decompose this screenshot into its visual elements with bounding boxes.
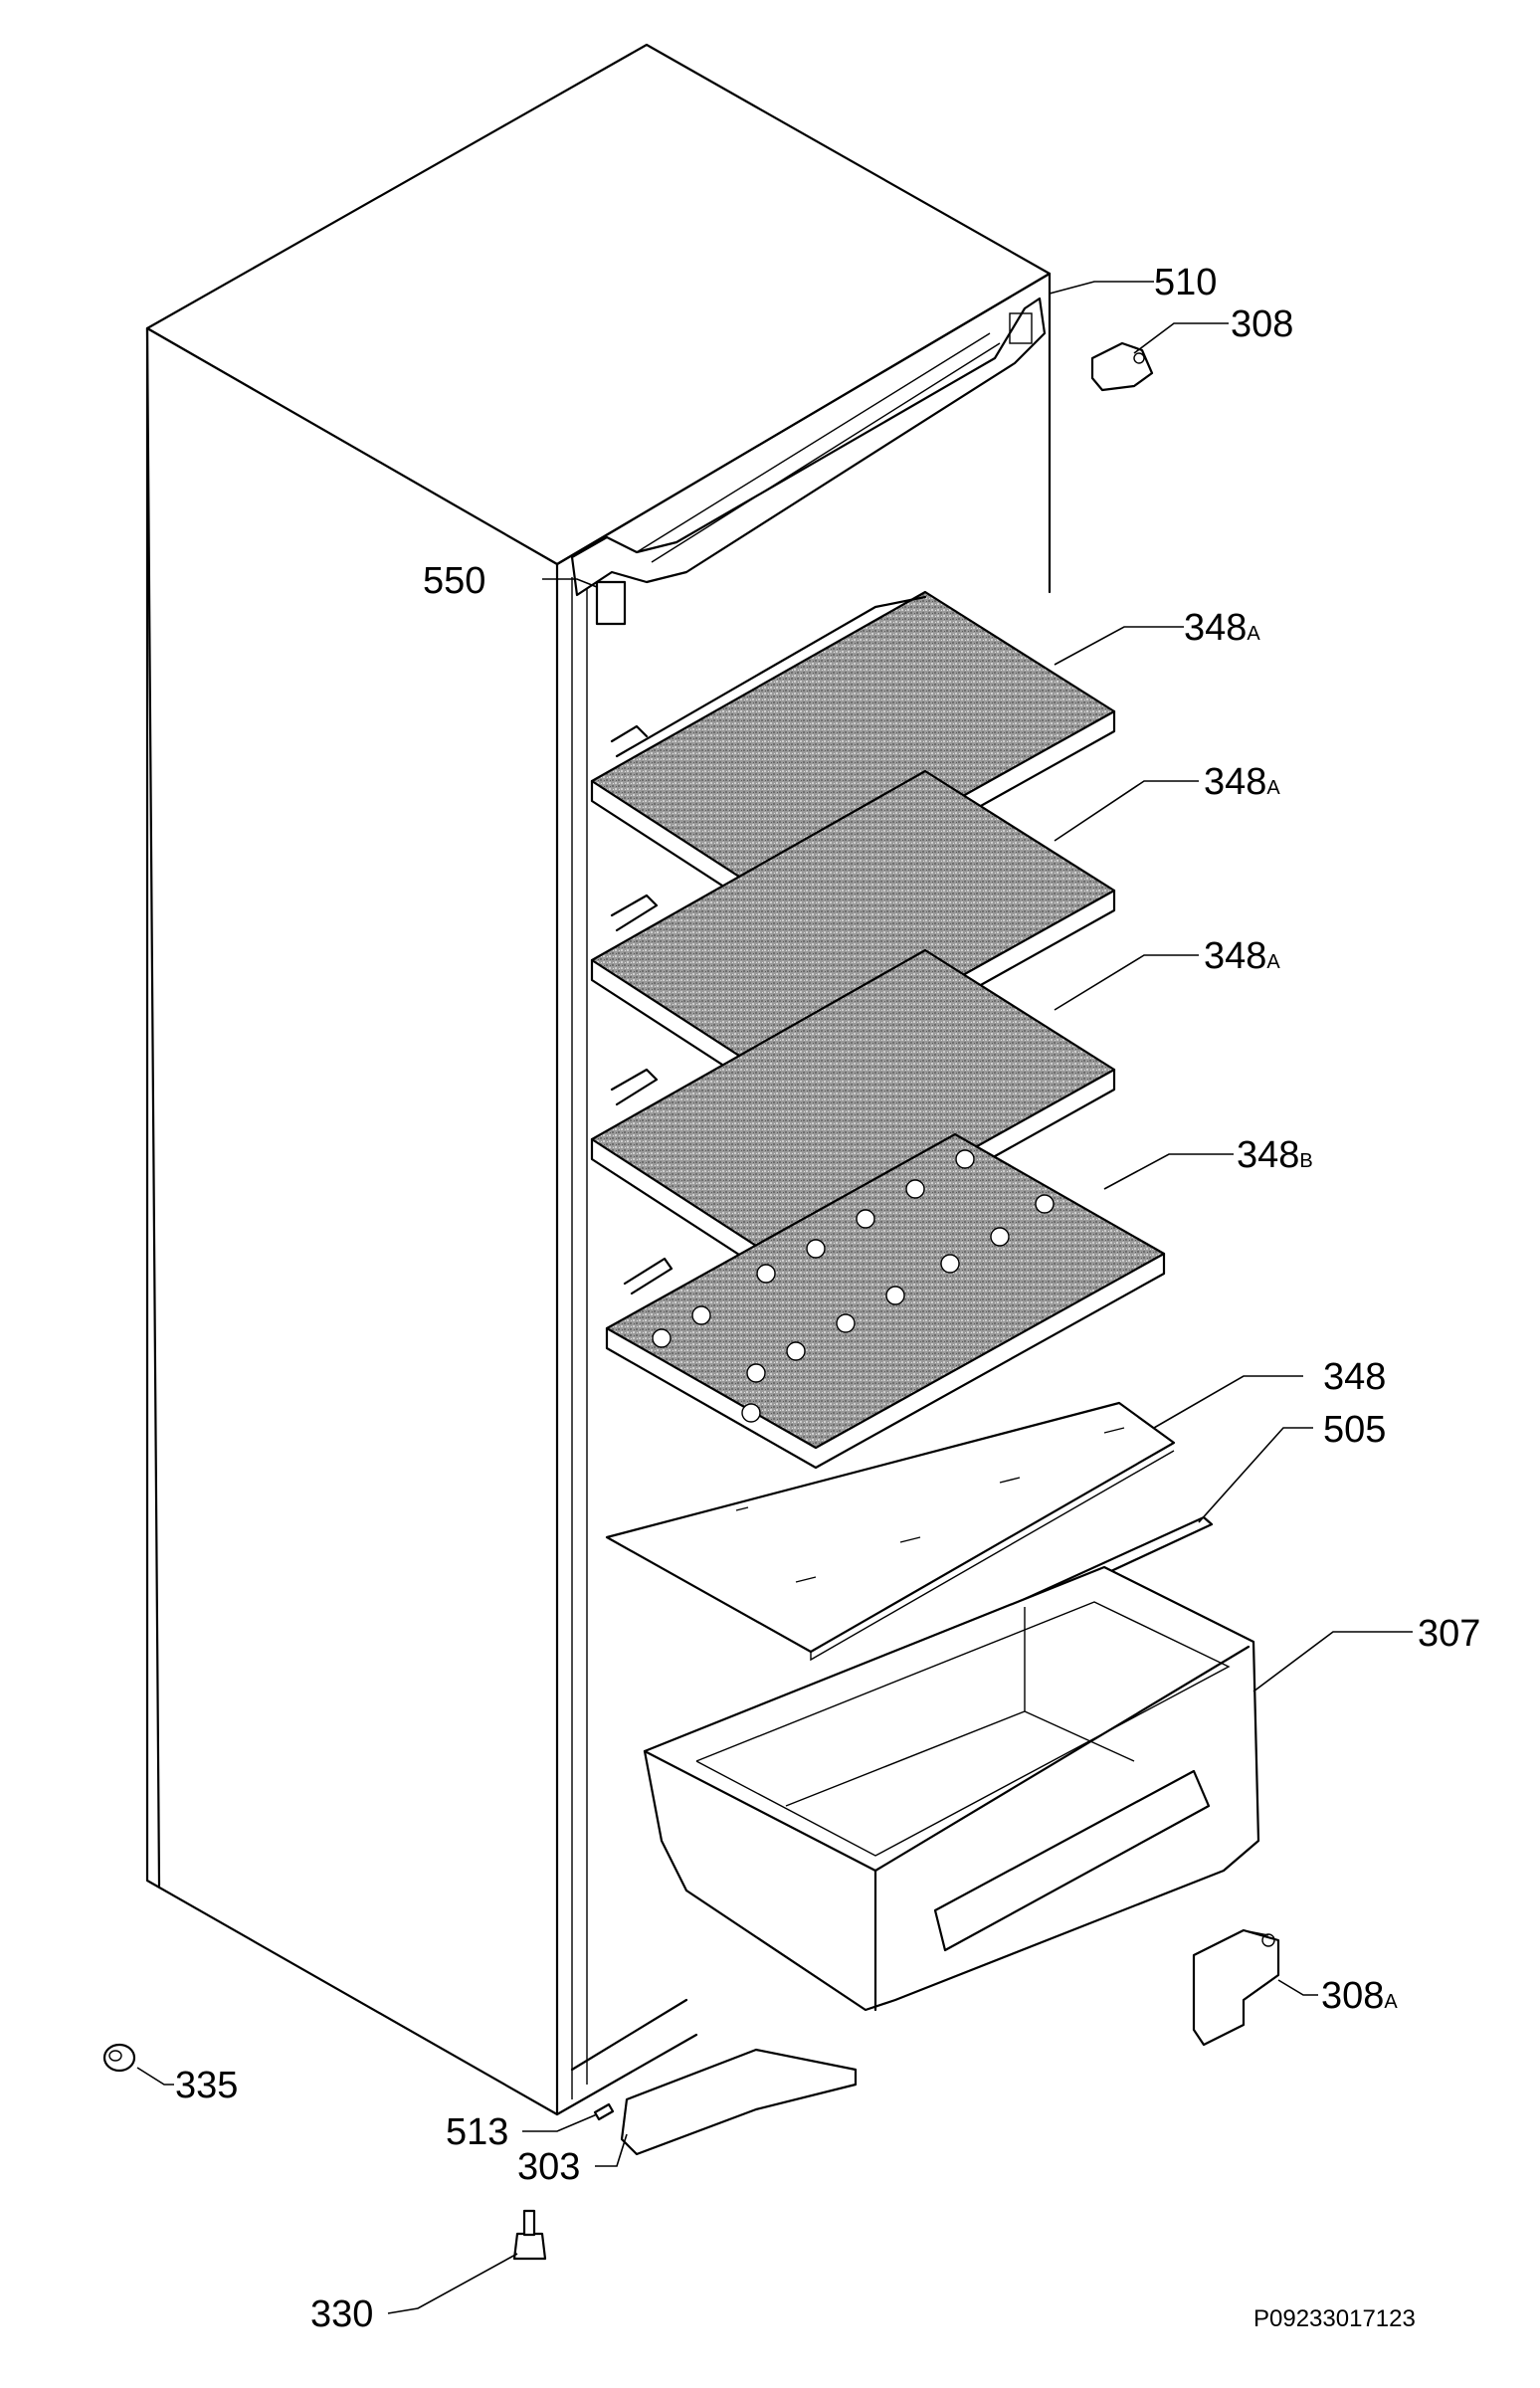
label-308a: 308A [1321,1975,1398,2017]
label-335: 335 [175,2065,238,2106]
label-303: 303 [517,2146,580,2188]
label-510: 510 [1154,262,1217,303]
label-348: 348 [1323,1356,1386,1398]
part-labels: 510 308 550 348A 348A 348A 348B 348 505 … [175,262,1480,2335]
label-550: 550 [423,560,485,602]
label-348b: 348B [1237,1134,1313,1176]
label-330: 330 [310,2293,373,2335]
glass-cover-plate-348 [605,1401,1176,1662]
adjustable-foot-330 [512,2209,547,2261]
drawing-code: P09233017123 [1253,2305,1416,2332]
foot-335 [102,2043,136,2073]
clip-513 [593,2102,615,2121]
hinge-cover-510 [570,297,1047,626]
label-308: 308 [1231,303,1293,345]
shelf-348b [605,1132,1166,1470]
label-505: 505 [1323,1409,1386,1451]
crisper-drawer-307 [643,1565,1260,2012]
label-348a-1: 348A [1184,607,1260,649]
label-348a-2: 348A [1204,761,1280,803]
bottom-hinge-308a [1192,1928,1280,2047]
label-348a-3: 348A [1204,935,1280,977]
label-513: 513 [446,2111,508,2153]
leader-lines [136,281,1413,2314]
label-307: 307 [1418,1613,1480,1655]
cabinet [145,43,1052,2116]
top-hinge-308 [1090,341,1154,392]
plinth-303 [620,2048,858,2156]
